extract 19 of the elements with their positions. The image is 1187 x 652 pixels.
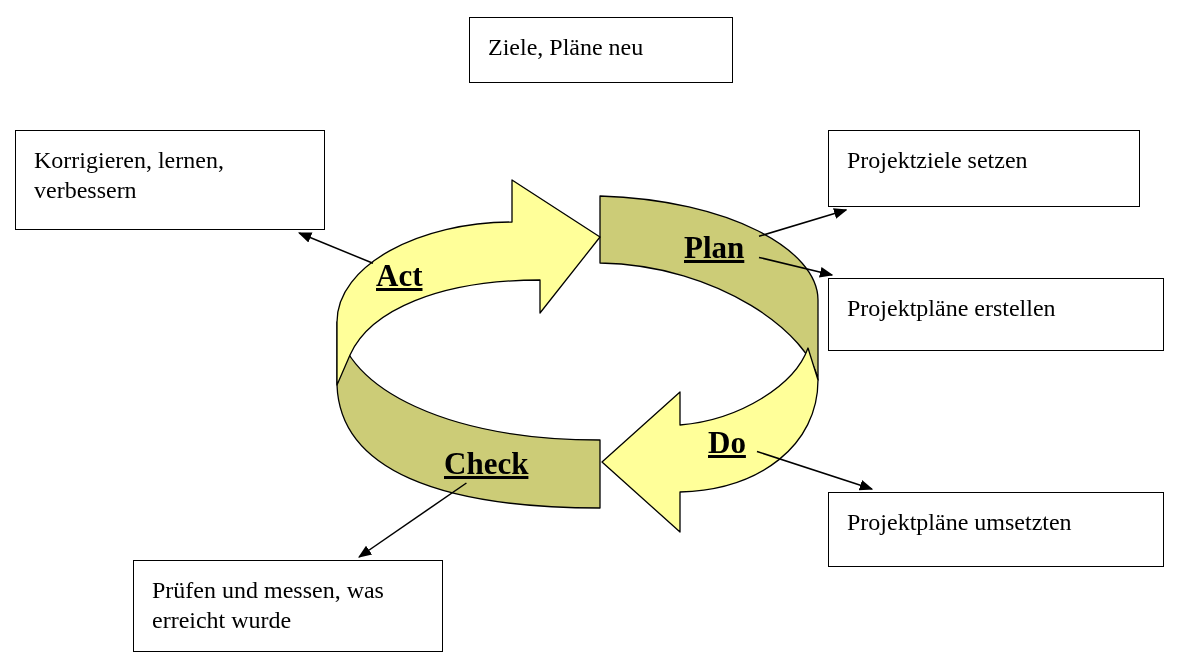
arrow (758, 208, 848, 237)
text-box (133, 560, 443, 652)
box-text: Prüfen und messen, was erreicht wurde (152, 576, 385, 635)
text-box (469, 17, 733, 83)
text-box (828, 278, 1164, 351)
phase-label: Check (444, 448, 529, 479)
arrow (758, 256, 834, 278)
phase-label: Act (376, 260, 423, 291)
text-box (15, 130, 325, 230)
phase-label: Do (708, 427, 746, 458)
box-text: Ziele, Pläne neu (488, 33, 645, 62)
text-box (828, 492, 1164, 567)
box-text: Projektpläne erstellen (847, 294, 1057, 323)
phase-label: Plan (684, 232, 745, 263)
box-text: Korrigieren, lernen, verbessern (34, 146, 225, 205)
box-text: Projektziele setzen (847, 146, 1029, 175)
box-text: Projektpläne umsetzten (847, 508, 1073, 537)
arrow (756, 450, 874, 491)
text-box (828, 130, 1140, 207)
